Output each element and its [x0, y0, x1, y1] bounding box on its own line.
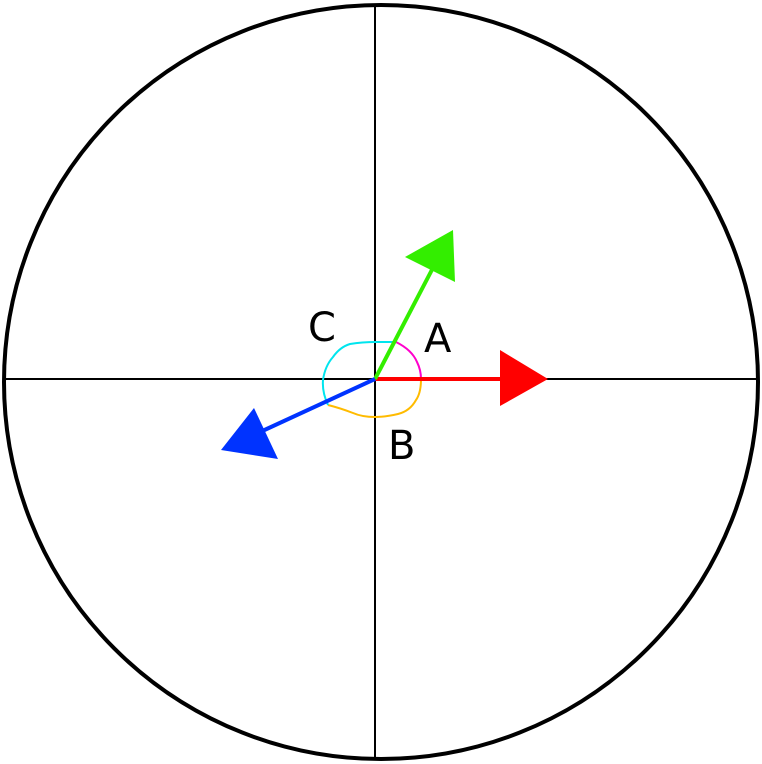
- blue-arrowhead-icon: [221, 408, 278, 459]
- angle-label-b: B: [388, 423, 415, 469]
- angle-arc-a: [395, 341, 422, 380]
- angle-label-c: C: [308, 305, 336, 351]
- outer-circle: [2, 3, 760, 761]
- angle-arc-c: [321, 341, 396, 406]
- blue-vector-shaft: [257, 377, 376, 435]
- red-arrowhead-icon: [500, 350, 548, 406]
- green-arrowhead-icon: [405, 230, 455, 282]
- angle-arc-b: [327, 378, 422, 419]
- green-vector-shaft: [373, 261, 438, 380]
- angle-label-a: A: [424, 316, 452, 362]
